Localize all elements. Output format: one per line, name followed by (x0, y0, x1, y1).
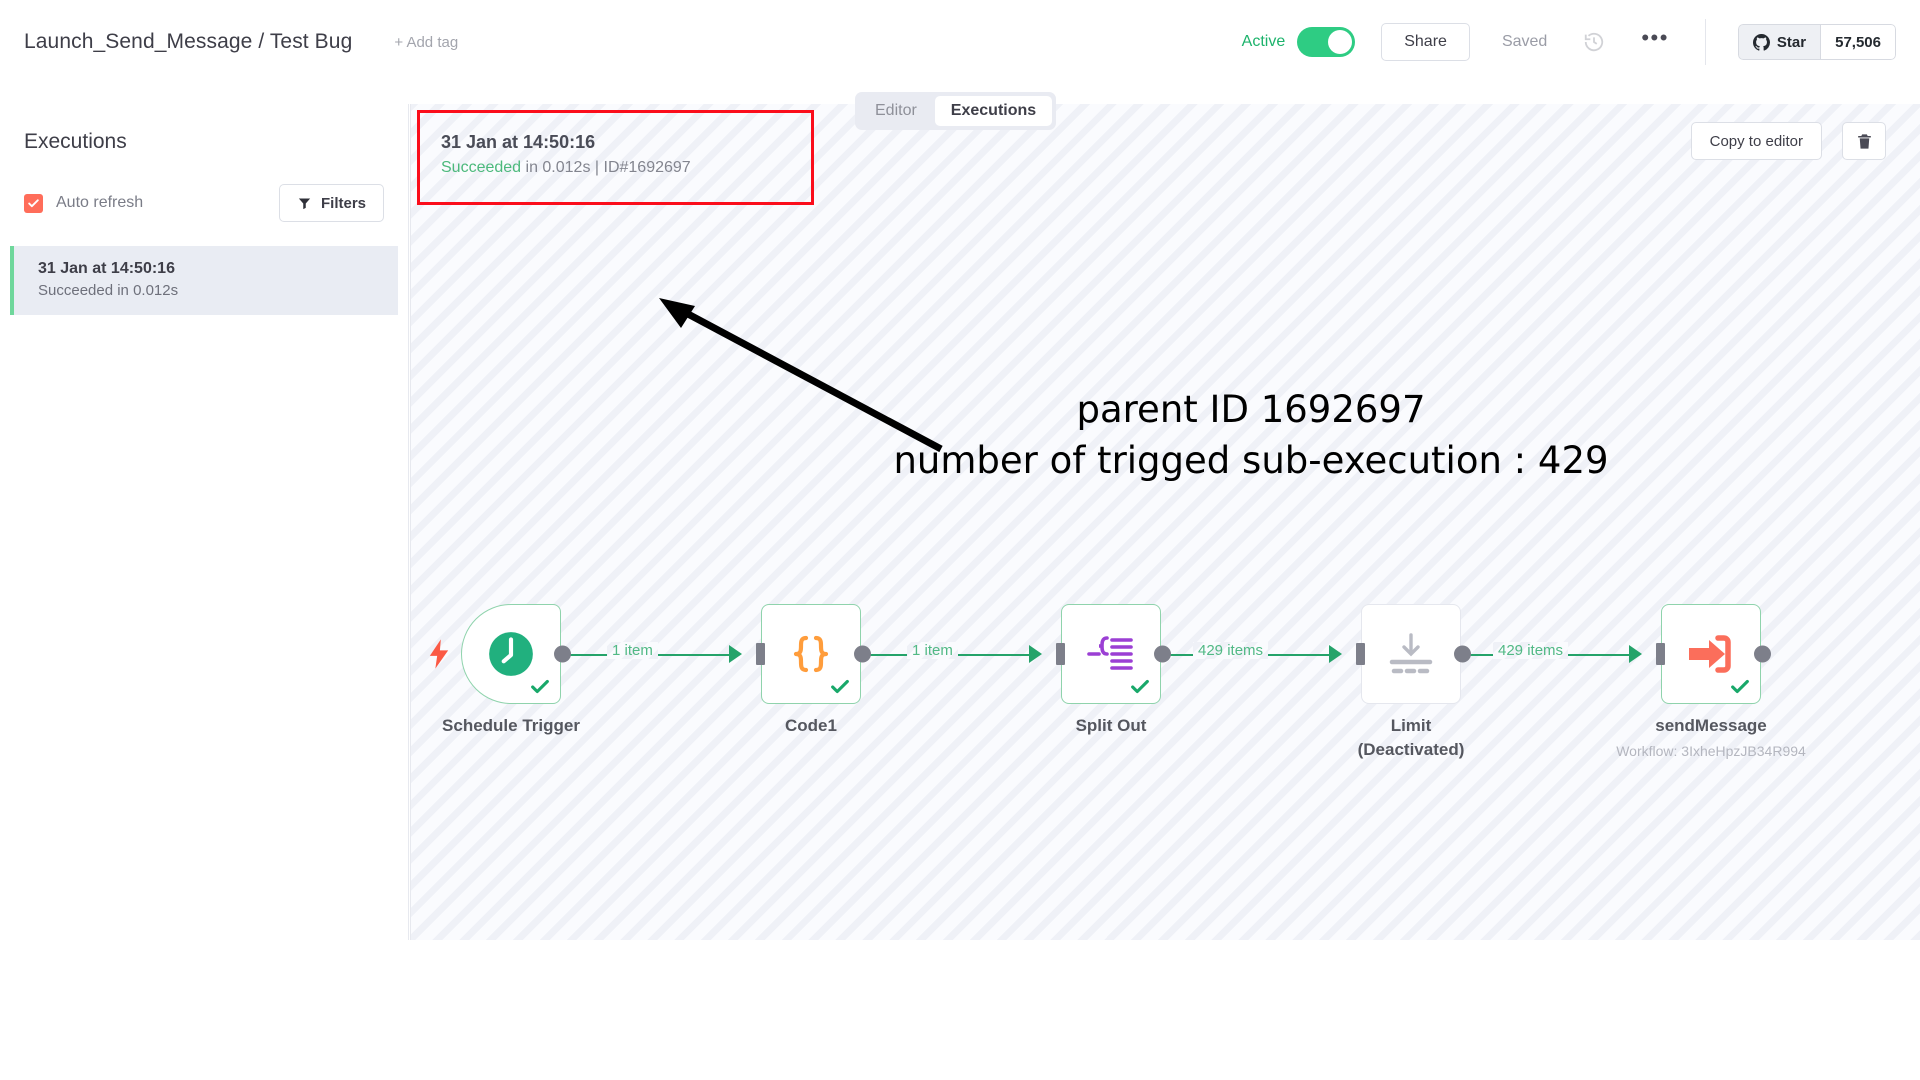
connection-arrowhead (1329, 645, 1342, 663)
node-output-port[interactable] (854, 645, 871, 663)
check-icon (28, 198, 39, 207)
active-label: Active (1241, 33, 1286, 50)
header-divider (1704, 19, 1706, 65)
annotation-line-1: parent ID 1692697 (1076, 388, 1426, 431)
node-box[interactable] (429, 604, 571, 704)
connection-arrowhead (729, 645, 742, 663)
node-success-check-icon (1731, 679, 1749, 694)
node-input-port[interactable] (1356, 643, 1365, 665)
filters-button[interactable]: Filters (278, 184, 384, 222)
execution-time: 31 Jan at 14:50:16 (38, 260, 175, 277)
split-out-icon (1087, 636, 1133, 670)
sidebar-controls: Auto refresh Filters (0, 184, 408, 222)
node-success-check-icon (1131, 679, 1149, 694)
lightning-bolt-icon (429, 639, 449, 669)
node-success-check-icon (531, 679, 549, 694)
toggle-knob (1328, 30, 1353, 54)
node-label: Schedule Trigger (442, 716, 580, 735)
list-item[interactable]: 31 Jan at 14:50:16 Succeeded in 0.012s (10, 246, 398, 315)
node-box[interactable] (1656, 604, 1771, 704)
node-label: Split Out (1075, 716, 1147, 735)
github-star-button[interactable]: Star (1737, 24, 1821, 60)
active-toggle[interactable] (1297, 27, 1356, 57)
more-options-button[interactable]: ••• (1641, 25, 1669, 50)
node-output-port[interactable] (1754, 645, 1771, 663)
workflow-node-schedule-trigger[interactable]: Schedule Trigger (429, 604, 580, 735)
share-button[interactable]: Share (1381, 23, 1470, 61)
executions-list: 31 Jan at 14:50:16 Succeeded in 0.012s (0, 246, 408, 315)
execution-canvas: 31 Jan at 14:50:16 Succeeded in 0.012s |… (410, 104, 1920, 940)
copy-to-editor-button[interactable]: Copy to editor (1690, 122, 1822, 160)
annotation-arrow (659, 298, 943, 453)
node-box[interactable] (756, 604, 871, 704)
auto-refresh-checkbox[interactable]: Auto refresh (24, 193, 144, 213)
tab-executions[interactable]: Executions (934, 96, 1053, 126)
node-output-port[interactable] (1154, 645, 1171, 663)
history-clock-icon[interactable] (1583, 31, 1605, 53)
workflow-node-split-out[interactable]: Split Out (1056, 604, 1171, 735)
clock-icon (489, 632, 533, 676)
connection-label: 1 item (607, 642, 658, 659)
saved-status: Saved (1501, 33, 1548, 50)
connection-arrowhead (1629, 645, 1642, 663)
auto-refresh-label: Auto refresh (56, 194, 144, 211)
node-label-deactivated: (Deactivated) (1357, 740, 1465, 759)
github-star-count: 57,506 (1820, 24, 1896, 60)
connection-label: 1 item (907, 642, 958, 659)
funnel-icon (298, 198, 311, 209)
banner-time: 31 Jan at 14:50:16 (441, 132, 596, 152)
filters-label: Filters (320, 194, 366, 212)
connection-label: 429 items (1493, 642, 1569, 659)
banner-status-word: Succeeded (441, 159, 522, 176)
node-box[interactable] (1056, 604, 1171, 704)
banner-status-detail: in 0.012s | ID#1692697 (521, 159, 691, 176)
node-output-port[interactable] (1454, 645, 1471, 663)
github-mark-icon (1752, 33, 1770, 51)
node-input-port[interactable] (1656, 643, 1665, 665)
top-header: Launch_Send_Message / Test Bug + Add tag… (0, 0, 1920, 84)
annotation-text: parent ID 1692697 number of trigged sub-… (811, 384, 1691, 486)
view-tabs: Editor Executions (855, 92, 1057, 130)
annotation-line-2: number of trigged sub-execution : 429 (893, 439, 1609, 483)
curly-braces-icon (793, 635, 829, 673)
github-star-label: Star (1776, 33, 1807, 51)
connection-label: 429 items (1193, 642, 1269, 659)
node-label: Limit (Deactivated) (1358, 716, 1465, 760)
node-box[interactable] (1356, 604, 1471, 704)
node-subtitle: Workflow: 3IxheHpzJB34R994 (1616, 743, 1806, 759)
execute-workflow-icon (1689, 635, 1731, 673)
trash-icon (1857, 133, 1871, 149)
workflow-graph: 1 item 1 item 429 items 429 items (411, 104, 1920, 940)
workflow-node-limit[interactable]: Limit (Deactivated) (1356, 604, 1471, 759)
sidebar-heading: Executions (24, 130, 127, 153)
node-label: Code1 (785, 716, 837, 735)
node-input-port[interactable] (756, 643, 765, 665)
execution-status: Succeeded in 0.012s (38, 282, 179, 299)
tab-editor[interactable]: Editor (875, 102, 917, 119)
workflow-node-sendmessage[interactable]: sendMessage Workflow: 3IxheHpzJB34R994 (1616, 604, 1806, 759)
connection-arrowhead (1029, 645, 1042, 663)
workflow-node-code1[interactable]: Code1 (756, 604, 871, 735)
node-output-port[interactable] (554, 645, 571, 663)
node-label: sendMessage (1655, 716, 1767, 735)
banner-status: Succeeded in 0.012s | ID#1692697 (441, 159, 691, 177)
github-star-widget[interactable]: Star 57,506 (1737, 24, 1896, 60)
add-tag-button[interactable]: + Add tag (394, 33, 459, 51)
node-input-port[interactable] (1056, 643, 1065, 665)
node-label-name: Limit (1390, 716, 1432, 735)
executions-sidebar: Executions Auto refresh Filters 31 Jan a… (0, 104, 409, 940)
delete-execution-button[interactable] (1842, 122, 1886, 160)
limit-icon (1389, 633, 1433, 674)
page-title: Launch_Send_Message / Test Bug (24, 30, 353, 53)
header-actions: Active Share Saved ••• Star 57,506 (1242, 0, 1920, 84)
checkbox-box (24, 193, 43, 213)
execution-summary-banner: 31 Jan at 14:50:16 Succeeded in 0.012s |… (421, 118, 709, 193)
node-success-check-icon (831, 679, 849, 694)
